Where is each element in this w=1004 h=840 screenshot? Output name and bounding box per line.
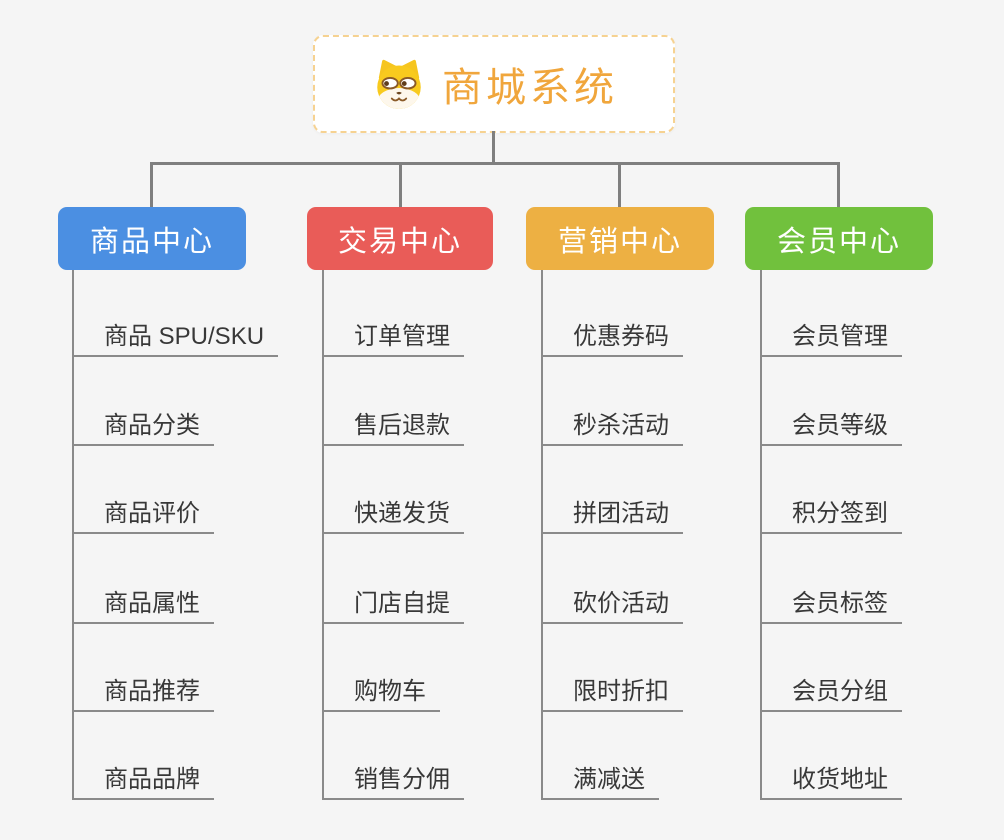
connector-drop-marketing (618, 162, 621, 208)
leaf-node[interactable]: 商品品牌 (72, 762, 214, 800)
connector-drop-product (150, 162, 153, 208)
leaf-node[interactable]: 商品评价 (72, 496, 214, 534)
leaf-node[interactable]: 商品分类 (72, 408, 214, 446)
leaf-node[interactable]: 售后退款 (322, 408, 464, 446)
connector-spine-member (760, 270, 762, 799)
branch-node-product-center[interactable]: 商品中心 (58, 207, 246, 270)
branch-node-trade-center[interactable]: 交易中心 (307, 207, 493, 270)
root-node[interactable]: 商城系统 (313, 35, 675, 133)
root-title: 商城系统 (442, 66, 618, 110)
connector-drop-trade (399, 162, 402, 208)
leaf-node[interactable]: 商品属性 (72, 586, 214, 624)
leaf-node[interactable]: 门店自提 (322, 586, 464, 624)
connector-spine-trade (322, 270, 324, 799)
connector-spine-marketing (541, 270, 543, 799)
leaf-node[interactable]: 订单管理 (322, 319, 464, 357)
dog-face-icon (377, 59, 421, 109)
leaf-node[interactable]: 商品推荐 (72, 674, 214, 712)
leaf-node[interactable]: 满减送 (541, 762, 659, 800)
leaf-node[interactable]: 购物车 (322, 674, 440, 712)
leaf-node[interactable]: 销售分佣 (322, 762, 464, 800)
leaf-node[interactable]: 会员管理 (760, 319, 902, 357)
leaf-node[interactable]: 优惠券码 (541, 319, 683, 357)
leaf-node[interactable]: 商品 SPU/SKU (72, 319, 279, 357)
connector-drop-member (837, 162, 840, 208)
leaf-node[interactable]: 拼团活动 (541, 496, 683, 534)
connector-spine-product (72, 270, 74, 799)
branch-node-member-center[interactable]: 会员中心 (745, 207, 933, 270)
connector-root-stem (492, 131, 495, 163)
leaf-node[interactable]: 积分签到 (760, 496, 902, 534)
leaf-node[interactable]: 收货地址 (760, 762, 902, 800)
leaf-node[interactable]: 砍价活动 (541, 586, 683, 624)
connector-rail (150, 162, 839, 165)
leaf-node[interactable]: 快递发货 (322, 496, 464, 534)
leaf-node[interactable]: 会员分组 (760, 674, 902, 712)
branch-node-marketing-center[interactable]: 营销中心 (526, 207, 714, 270)
leaf-node[interactable]: 秒杀活动 (541, 408, 683, 446)
leaf-node[interactable]: 限时折扣 (541, 674, 683, 712)
leaf-node[interactable]: 会员标签 (760, 586, 902, 624)
leaf-node[interactable]: 会员等级 (760, 408, 902, 446)
